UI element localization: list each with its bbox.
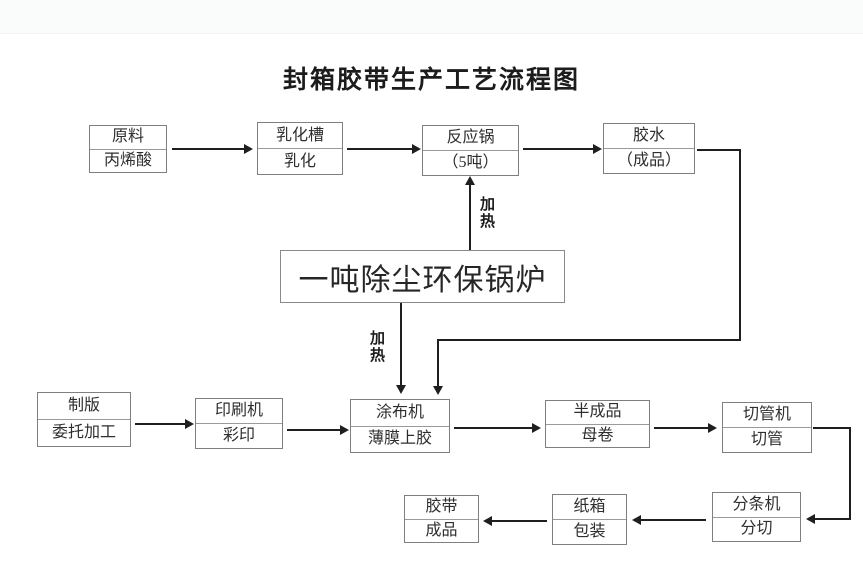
diagram-title: 封箱胶带生产工艺流程图 [282, 67, 580, 94]
arrow-reactor-to-glue-line [523, 148, 593, 150]
arrow-emulsifier-to-reactor-line [347, 148, 412, 150]
arrow-raw-to-emulsifier-line [172, 148, 244, 150]
arrow-coating-to-semi-head [532, 423, 541, 433]
node-carton-name: 纸箱 [553, 495, 626, 520]
node-plate-making-detail: 委托加工 [51, 424, 116, 441]
arrow-plate-to-printing-line [135, 423, 185, 425]
node-carton-detail: 包装 [573, 523, 606, 540]
connector-glue-elbow-drop [437, 339, 439, 386]
arrow-emulsifier-to-reactor-head [412, 144, 421, 154]
node-printing: 印刷机 彩印 [195, 398, 283, 449]
arrow-carton-to-tape-head [483, 516, 492, 526]
arrow-boiler-to-coating-head [396, 385, 406, 394]
node-glue-detail: （成品） [616, 152, 681, 169]
connector-glue-elbow-bottom [438, 339, 741, 341]
arrow-boiler-to-reactor-line [469, 185, 471, 250]
node-raw-material-detail: 丙烯酸 [103, 151, 152, 169]
node-glue: 胶水 （成品） [603, 123, 695, 174]
node-plate-making-name: 制版 [38, 393, 130, 420]
node-reactor-detail: （5吨） [442, 154, 499, 171]
arrow-carton-to-tape-line [492, 520, 547, 522]
node-tape-product-detail: 成品 [425, 521, 458, 539]
node-boiler: 一吨除尘环保锅炉 [280, 250, 565, 303]
arrow-plate-to-printing-head [185, 419, 194, 429]
node-coating-name: 涂布机 [351, 400, 449, 427]
node-tape-product-name: 胶带 [405, 496, 478, 520]
node-printing-detail: 彩印 [222, 427, 255, 444]
node-semi-product-name: 半成品 [546, 401, 649, 425]
arrow-semi-to-tube-head [708, 423, 717, 433]
arrow-slitting-to-carton-line [641, 519, 706, 521]
node-reactor-name: 反应锅 [423, 126, 518, 151]
connector-glue-elbow-top [697, 149, 741, 151]
node-reactor: 反应锅 （5吨） [422, 125, 519, 176]
arrow-coating-to-semi-line [454, 427, 532, 429]
label-heat-reactor: 加热 [478, 196, 495, 230]
node-tape-product: 胶带 成品 [404, 495, 479, 543]
connector-tube-elbow-top [813, 427, 851, 429]
node-raw-material-name: 原料 [90, 126, 166, 150]
node-coating: 涂布机 薄膜上胶 [350, 399, 450, 453]
connector-glue-elbow-right [739, 149, 741, 341]
node-slitting: 分条机 分切 [712, 492, 801, 542]
arrow-semi-to-tube-line [654, 427, 708, 429]
node-printing-name: 印刷机 [196, 399, 282, 424]
node-glue-name: 胶水 [604, 124, 694, 149]
node-emulsifier: 乳化槽 乳化 [257, 122, 343, 175]
node-raw-material: 原料 丙烯酸 [89, 125, 167, 173]
label-heat-coating: 加热 [368, 330, 385, 364]
node-semi-product-detail: 母卷 [581, 426, 614, 444]
arrow-printing-to-coating-line [287, 429, 340, 431]
connector-tube-elbow-right [849, 427, 851, 519]
node-tube-cutting-detail: 切管 [750, 431, 783, 448]
node-tube-cutting-name: 切管机 [723, 403, 811, 428]
node-carton: 纸箱 包装 [552, 494, 627, 545]
arrow-printing-to-coating-head [340, 425, 349, 435]
page-top-band [0, 0, 863, 34]
node-slitting-detail: 分切 [740, 520, 773, 538]
arrow-boiler-to-reactor-head [465, 176, 475, 185]
arrow-slitting-to-carton-head [632, 515, 641, 525]
arrow-raw-to-emulsifier-head [244, 144, 253, 154]
node-tube-cutting: 切管机 切管 [722, 402, 812, 453]
node-plate-making: 制版 委托加工 [37, 392, 131, 447]
node-emulsifier-detail: 乳化 [283, 152, 316, 170]
connector-tube-elbow-bottom [815, 518, 851, 520]
arrow-boiler-to-coating-line [400, 303, 402, 385]
arrow-tube-to-slitting-head [806, 514, 815, 524]
node-slitting-name: 分条机 [713, 493, 800, 518]
node-boiler-label: 一吨除尘环保锅炉 [298, 263, 547, 297]
arrow-glue-to-coating-head [433, 386, 443, 395]
arrow-reactor-to-glue-head [593, 144, 602, 154]
node-semi-product: 半成品 母卷 [545, 400, 650, 448]
node-coating-detail: 薄膜上胶 [367, 430, 432, 448]
node-emulsifier-name: 乳化槽 [258, 123, 342, 149]
